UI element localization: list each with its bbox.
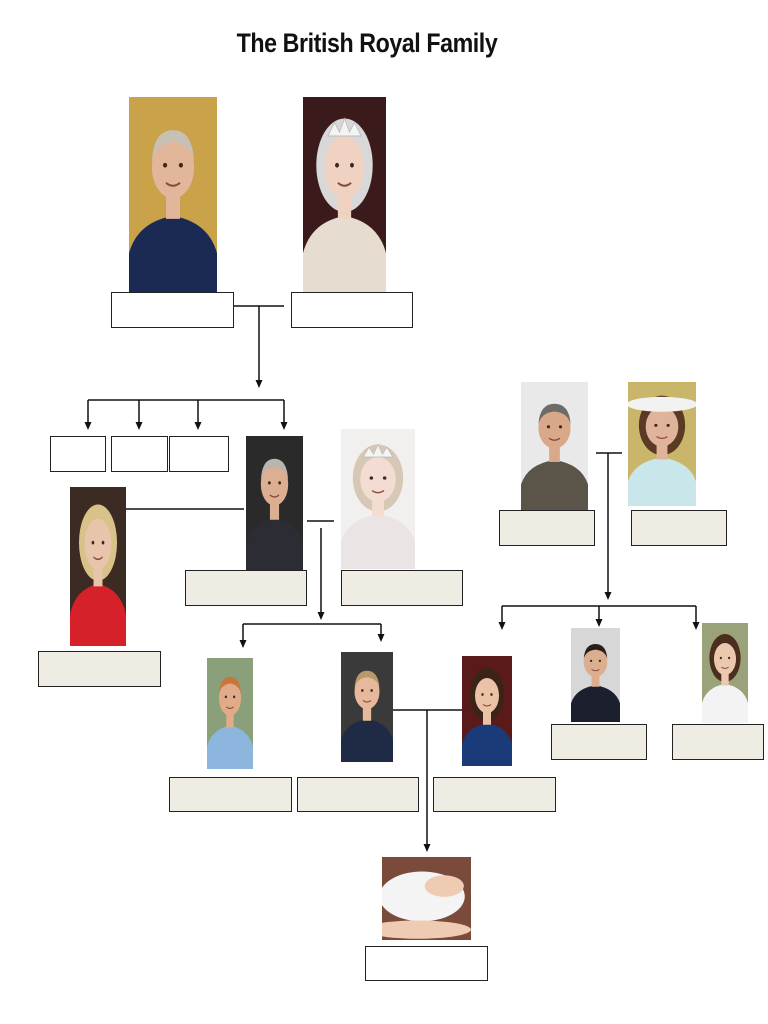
label-box-sibling-1[interactable]: [50, 436, 106, 472]
label-box-philip[interactable]: [111, 292, 234, 328]
portrait-man-suit-icon: [341, 652, 393, 762]
portrait-woman-tiara-icon: [303, 97, 386, 292]
label-box-harry[interactable]: [169, 777, 292, 812]
label-box-elizabeth[interactable]: [291, 292, 413, 328]
portrait-woman-dark-hair-icon: [462, 656, 512, 766]
portrait-man-suit-icon: [571, 628, 620, 722]
portrait-woman-tiara-icon: [341, 429, 415, 569]
label-box-camilla[interactable]: [38, 651, 161, 687]
label-box-charles[interactable]: [185, 570, 307, 606]
diagram-title: The British Royal Family: [236, 28, 498, 58]
portrait-man-suit-icon: [246, 436, 303, 570]
portrait-man-uniform-icon: [129, 97, 217, 292]
label-box-carole[interactable]: [631, 510, 727, 546]
portrait-man-casual-icon: [521, 382, 588, 510]
label-box-sibling-2[interactable]: [111, 436, 168, 472]
portrait-woman-hat-icon: [628, 382, 696, 506]
label-box-kate[interactable]: [433, 777, 556, 812]
portrait-woman-dark-hair-icon: [702, 623, 748, 723]
label-box-william[interactable]: [297, 777, 419, 812]
portrait-woman-red-dress-icon: [70, 487, 126, 646]
portrait-baby-blanket-icon: [382, 857, 471, 940]
label-box-george[interactable]: [365, 946, 488, 981]
label-box-diana[interactable]: [341, 570, 463, 606]
label-box-sibling-3[interactable]: [169, 436, 229, 472]
label-box-michael[interactable]: [499, 510, 595, 546]
label-box-pippa[interactable]: [672, 724, 764, 760]
portrait-man-casual-icon: [207, 658, 253, 769]
label-box-james[interactable]: [551, 724, 647, 760]
